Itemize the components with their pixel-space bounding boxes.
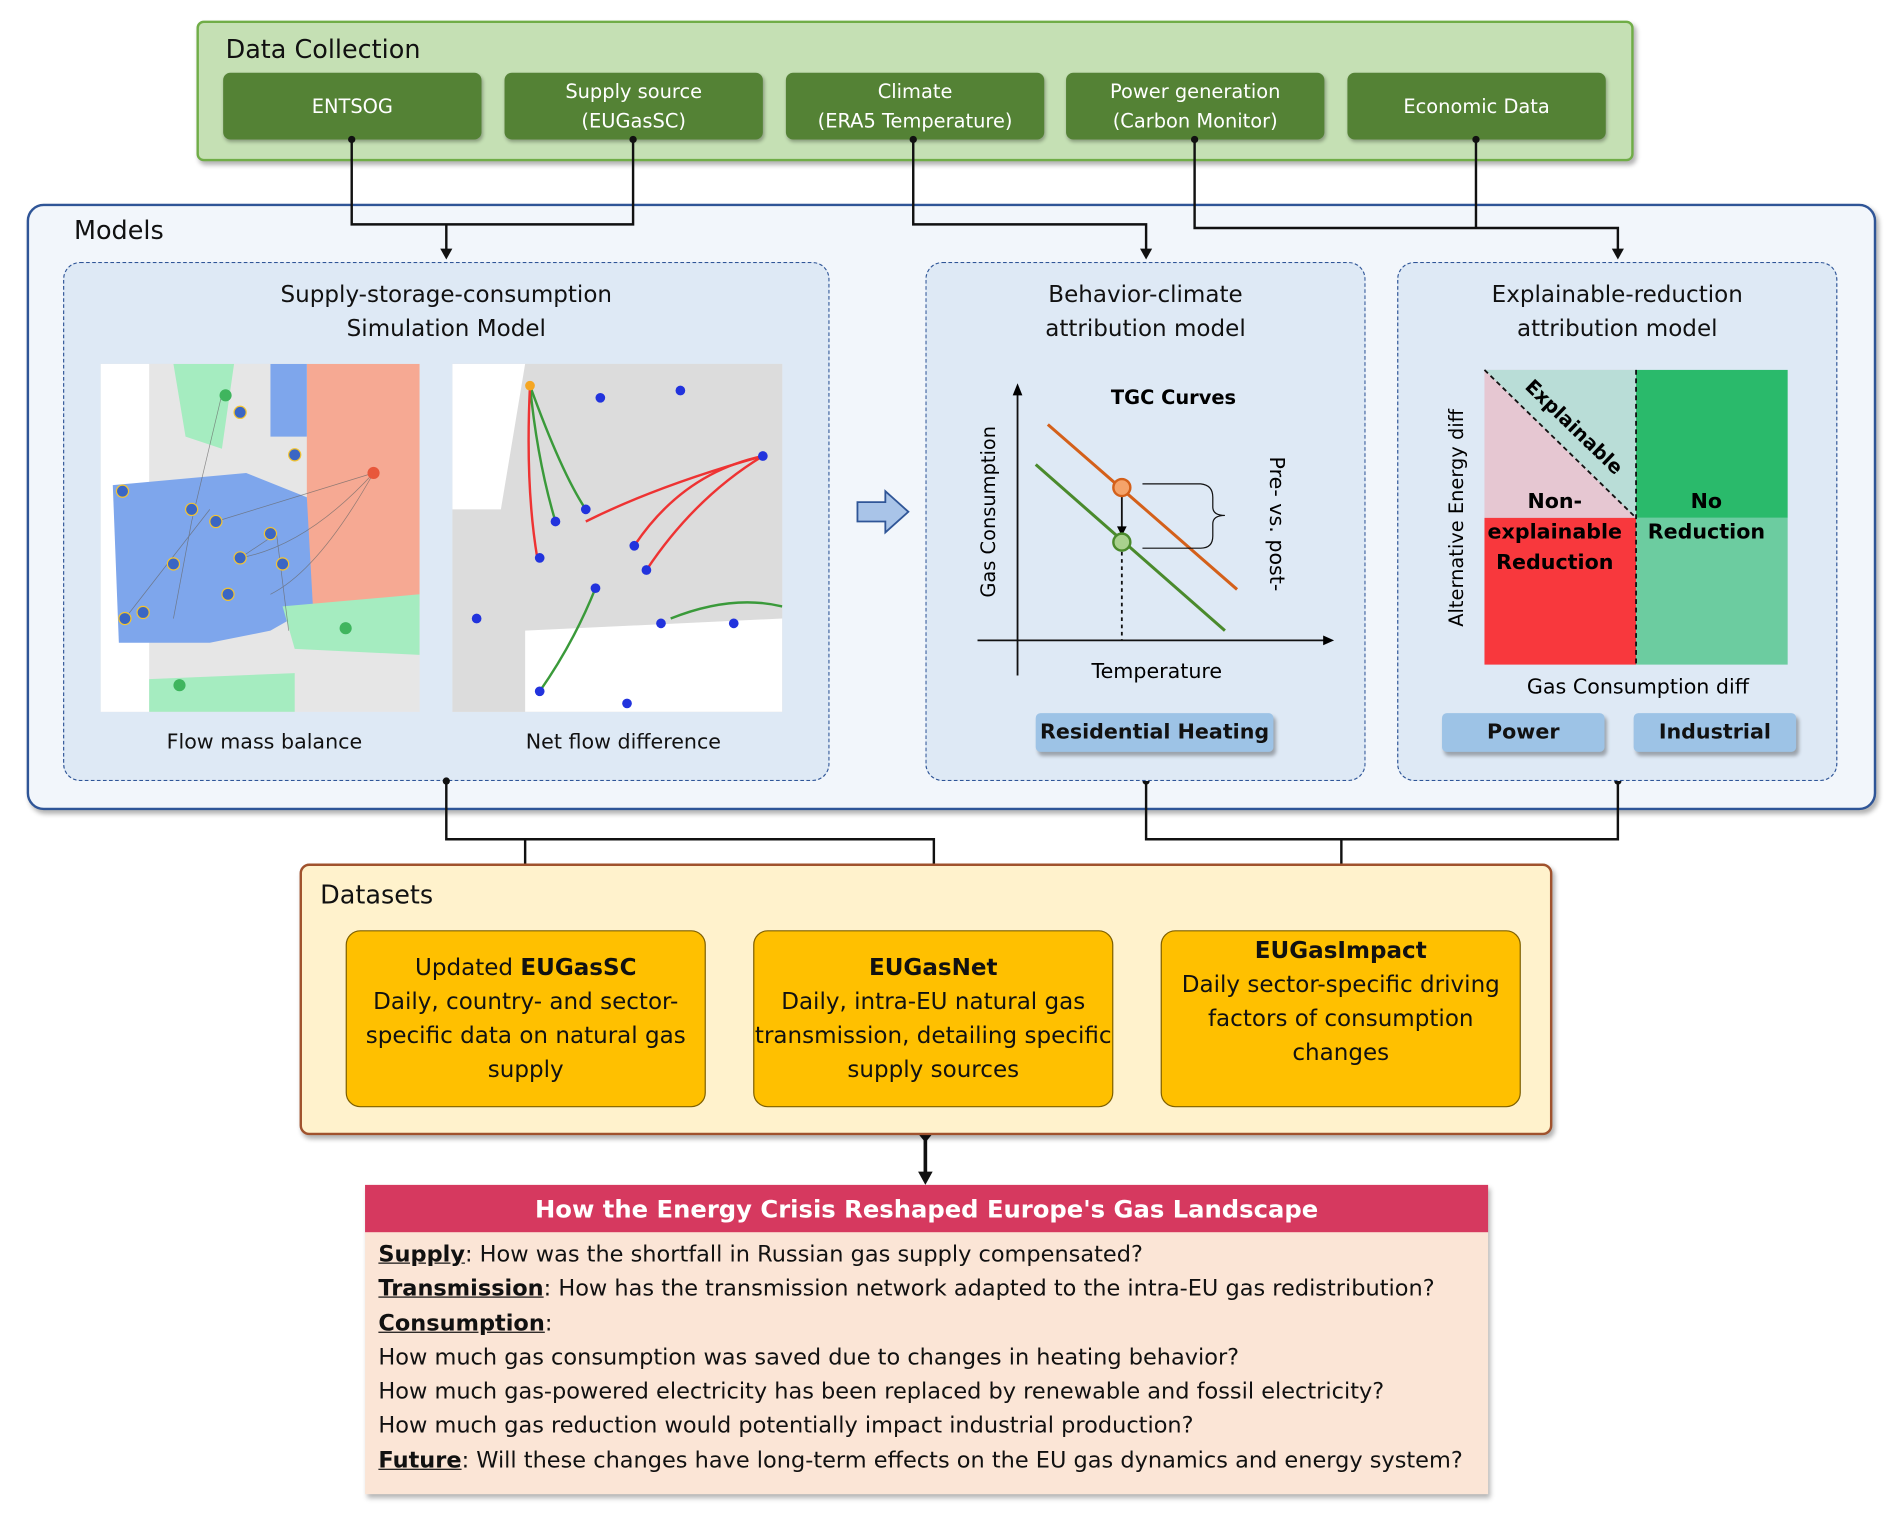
source-economic-data: Economic Data xyxy=(1347,72,1606,140)
europe-map-balance xyxy=(100,363,420,712)
dataset-eugasnet: EUGasNet Daily, intra-EU natural gas tra… xyxy=(753,930,1114,1108)
transmission-question: Transmission: How has the transmission n… xyxy=(378,1273,1462,1307)
supply-text: : How was the shortfall in Russian gas s… xyxy=(464,1241,1143,1268)
net-flow-difference-caption: Net flow difference xyxy=(525,730,722,755)
supply-label: Supply xyxy=(378,1241,465,1268)
post-curve xyxy=(1034,463,1226,632)
source-climate: Climate (ERA5 Temperature) xyxy=(785,72,1045,140)
data-collection-title: Data Collection xyxy=(225,35,421,65)
gas-consumption-axis-label: Gas Consumption diff xyxy=(1526,675,1749,700)
behavior-climate-panel: Behavior-climate attribution model xyxy=(925,261,1366,782)
alt-energy-axis-label: Alternative Energy diff xyxy=(1445,408,1469,627)
dataset-eugasimpact: EUGasImpact Daily sector-specific drivin… xyxy=(1160,930,1521,1108)
consumption-item: How much gas consumption was saved due t… xyxy=(378,1344,1240,1371)
source-eugassc: Supply source (EUGasSC) xyxy=(504,72,763,140)
dataset-name: EUGasSC xyxy=(520,954,637,982)
explainable-reduction-title: Explainable-reduction attribution model xyxy=(1491,281,1743,343)
residential-heating-tag: Residential Heating xyxy=(1035,713,1274,752)
flow-arrow-icon xyxy=(856,489,910,535)
power-tag: Power xyxy=(1442,713,1605,752)
net-flow-difference-map xyxy=(452,363,783,712)
future-text: : Will these changes have long-term effe… xyxy=(461,1447,1463,1474)
flow-mass-balance-caption: Flow mass balance xyxy=(166,730,363,755)
dataset-name: EUGasImpact xyxy=(1254,937,1427,965)
non-explainable-label: Non- explainable Reduction xyxy=(1487,489,1623,575)
tgc-chart-title: TGC Curves xyxy=(1110,385,1237,409)
datasets-title: Datasets xyxy=(320,880,434,910)
source-power-generation: Power generation (Carbon Monitor) xyxy=(1066,72,1325,140)
pre-curve xyxy=(1046,423,1239,591)
simulation-model-title: Supply-storage-consumption Simulation Mo… xyxy=(280,281,613,343)
source-entsog: ENTSOG xyxy=(223,72,482,140)
consumption-label: Consumption xyxy=(378,1310,545,1337)
models-title: Models xyxy=(73,215,164,245)
transmission-label: Transmission xyxy=(378,1276,544,1302)
future-label: Future xyxy=(378,1447,462,1474)
industrial-tag: Industrial xyxy=(1633,713,1797,752)
non-explainable-region xyxy=(1484,517,1637,665)
no-reduction-upper xyxy=(1636,369,1788,518)
no-reduction-label: No Reduction xyxy=(1647,489,1766,545)
supply-question: Supply: How was the shortfall in Russian… xyxy=(378,1238,1462,1272)
dataset-name: EUGasNet xyxy=(868,954,998,982)
transmission-text: : How has the transmission network adapt… xyxy=(543,1276,1435,1302)
no-reduction-lower xyxy=(1636,517,1788,665)
dataset-description: Daily, country- and sector-specific data… xyxy=(365,988,686,1084)
dataset-description: Daily, intra-EU natural gas transmission… xyxy=(754,988,1112,1084)
dataset-prefix: Updated xyxy=(414,954,521,982)
research-questions-title: How the Energy Crisis Reshaped Europe's … xyxy=(365,1184,1489,1233)
consumption-text: : xyxy=(544,1310,553,1337)
dataset-description: Daily sector-specific driving factors of… xyxy=(1181,971,1500,1067)
future-question: Future: Will these changes have long-ter… xyxy=(378,1444,1462,1478)
europe-map-netflow xyxy=(452,363,783,712)
dataset-eugassc: Updated EUGasSC Daily, country- and sect… xyxy=(345,930,706,1108)
research-questions: How the Energy Crisis Reshaped Europe's … xyxy=(365,1184,1489,1495)
consumption-item: How much gas reduction would potentially… xyxy=(378,1413,1194,1439)
tgc-x-label: Temperature xyxy=(1091,659,1223,685)
consumption-question: Consumption: xyxy=(378,1307,1462,1341)
behavior-climate-title: Behavior-climate attribution model xyxy=(1045,281,1246,343)
flow-mass-balance-map xyxy=(100,363,420,712)
consumption-item: How much gas-powered electricity has bee… xyxy=(378,1379,1385,1405)
